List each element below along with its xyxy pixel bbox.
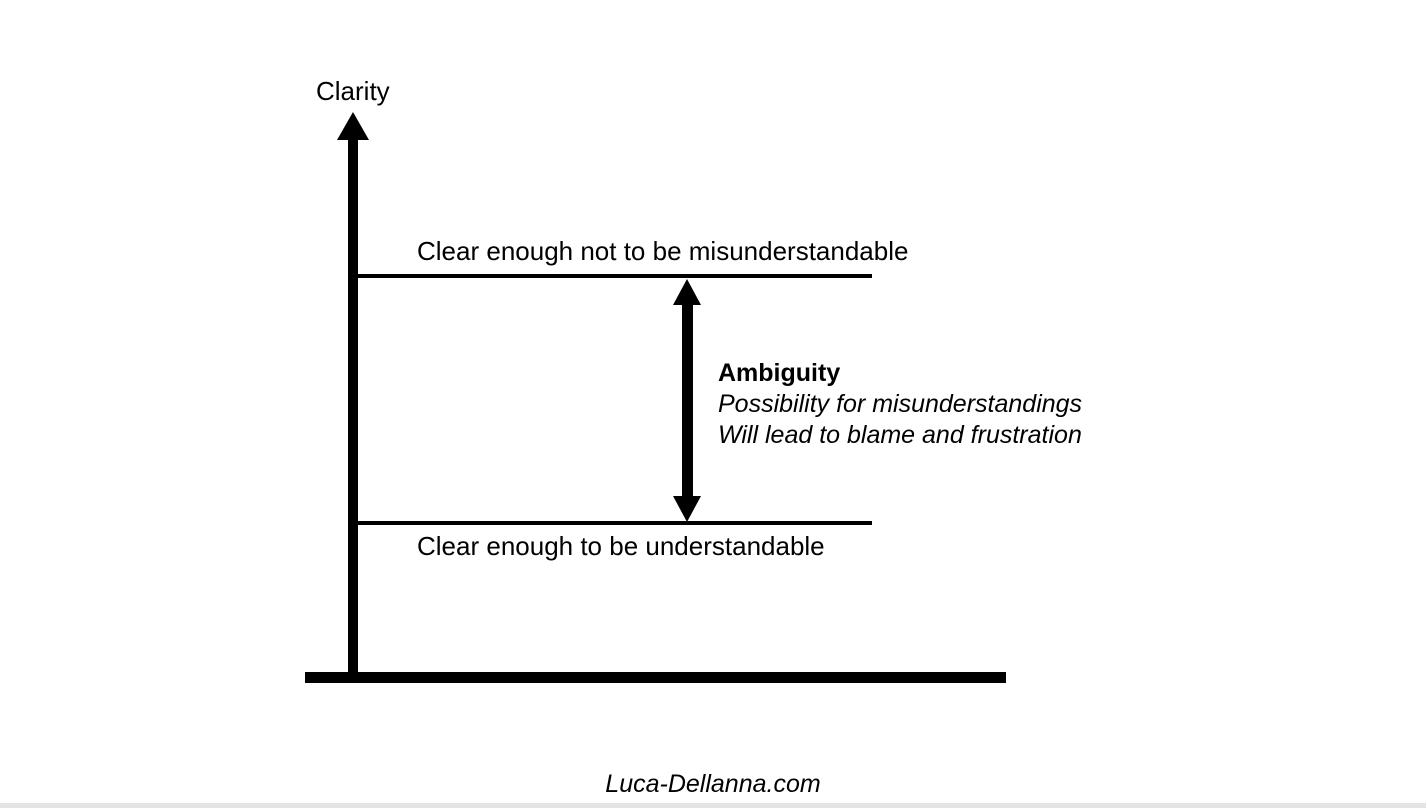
bottom-edge-divider	[0, 803, 1426, 808]
ambiguity-detail-line-1: Possibility for misunderstandings	[718, 390, 1083, 418]
ambiguity-annotation: Ambiguity Possibility for misunderstandi…	[718, 358, 1082, 451]
x-axis-line	[305, 672, 1006, 683]
ambiguity-span-arrow-shaft	[682, 297, 693, 499]
footer-credit: Luca-Dellanna.com	[605, 770, 821, 798]
y-axis-label: Clarity	[316, 76, 390, 106]
ambiguity-detail-line-2: Will lead to blame and frustration	[718, 421, 1082, 449]
y-axis-line	[348, 136, 358, 680]
lower-threshold-label: Clear enough to be understandable	[417, 531, 825, 561]
y-axis-arrow-icon	[337, 112, 369, 140]
upper-threshold-line	[358, 274, 872, 278]
upper-threshold-label: Clear enough not to be misunderstandable	[417, 236, 909, 266]
arrow-down-head-icon	[673, 496, 701, 522]
lower-threshold-line	[358, 521, 872, 525]
ambiguity-title: Ambiguity	[718, 359, 841, 387]
